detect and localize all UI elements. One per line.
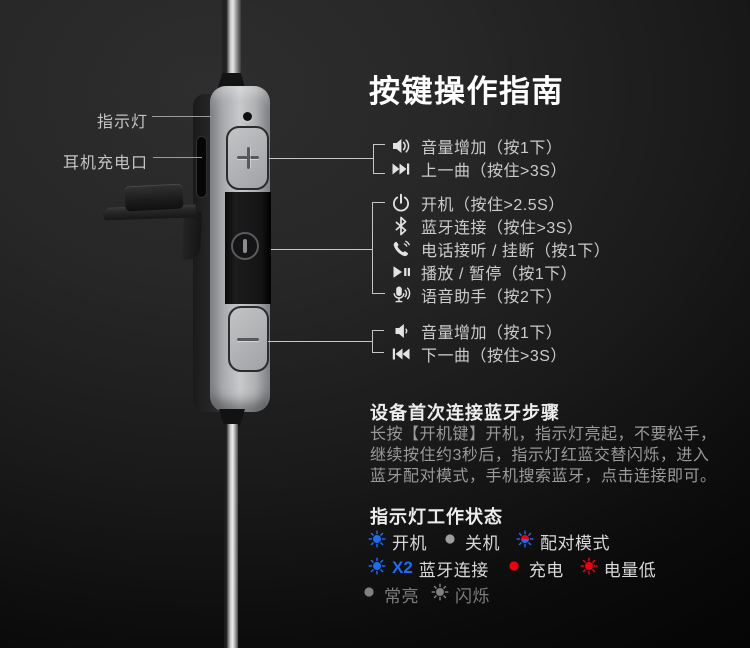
bracket <box>372 330 384 331</box>
bracket <box>372 293 385 294</box>
list-item: 电话接听 / 挂断（按1下） <box>389 237 610 260</box>
operation-label: 语音助手（按2下） <box>421 288 563 306</box>
operation-label: 播放 / 暂停（按1下） <box>421 265 578 283</box>
operation-label: 音量增加（按1下） <box>421 139 563 157</box>
operation-label: 电话接听 / 挂断（按1下） <box>421 242 611 260</box>
flash-red-icon <box>580 556 598 580</box>
status-label: 充电 <box>528 560 564 580</box>
list-item: 下一曲（按住>3S） <box>389 342 567 365</box>
pairing-line: 长按【开机键】开机，指示灯亮起，不要松手， <box>370 426 717 443</box>
list-item: 上一曲（按住>3S） <box>389 157 567 180</box>
indicator-light <box>243 112 252 121</box>
status-label: 关机 <box>465 533 500 553</box>
operation-label: 蓝牙连接（按住>3S） <box>421 219 584 237</box>
flash-red-blue-icon <box>516 529 534 553</box>
operation-label: 音量增加（按1下） <box>421 324 563 342</box>
charging-port <box>196 136 207 198</box>
bluetooth-icon <box>389 216 413 236</box>
prev-track-icon <box>389 344 413 364</box>
bracket <box>373 144 385 145</box>
list-item: 音量增加（按1下） <box>389 319 567 342</box>
x2-badge: X2 <box>392 558 413 577</box>
status-label: 常亮 <box>384 586 419 606</box>
flash-blue-icon <box>368 529 386 553</box>
cable-top <box>222 0 241 78</box>
status-label: 蓝牙连接 <box>418 560 489 580</box>
mic-icon <box>389 285 413 305</box>
list-item: 蓝牙连接（按住>3S） <box>389 214 610 237</box>
plus-button-functions: 音量增加（按1下） 上一曲（按住>3S） <box>389 134 567 180</box>
pairing-line: 蓝牙配对模式，手机搜索蓝牙，点击连接即可。 <box>370 468 717 485</box>
connector-line <box>271 249 372 250</box>
list-item: 开机（按住>2.5S） <box>389 191 610 214</box>
bracket <box>372 202 373 294</box>
status-label: 配对模式 <box>540 533 610 553</box>
status-row: 开机 关机 配对模式 <box>368 529 610 553</box>
status-legend-row: 常亮 闪烁 <box>360 582 490 606</box>
label-charging-port: 耳机充电口 <box>62 155 148 172</box>
bracket <box>372 352 384 353</box>
status-row: X2 蓝牙连接 充电 电量低 <box>368 556 656 580</box>
minus-icon <box>237 338 259 341</box>
dot-gray-icon <box>360 583 378 606</box>
power-bar-icon <box>243 239 247 253</box>
status-label: 闪烁 <box>455 586 490 606</box>
connector-line <box>268 341 372 342</box>
pairing-line: 继续按住约3秒后，指示灯红蓝交替闪烁，进入 <box>370 447 710 464</box>
power-button-functions: 开机（按住>2.5S） 蓝牙连接（按住>3S） 电话接听 / 挂断（按1下） 播… <box>389 191 610 306</box>
bracket <box>373 144 374 174</box>
phone-icon <box>389 239 413 259</box>
cable-collar-bottom <box>219 409 245 426</box>
operation-label: 下一曲（按住>3S） <box>421 347 567 365</box>
volume-up-icon <box>389 136 413 156</box>
list-item: 音量增加（按1下） <box>389 134 567 157</box>
status-label: 电量低 <box>603 560 657 580</box>
volume-icon <box>389 321 413 341</box>
pairing-heading: 设备首次连接蓝牙步骤 <box>370 403 560 423</box>
callout-line <box>152 116 211 117</box>
power-icon <box>389 193 413 213</box>
bracket <box>373 173 385 174</box>
port-flap-plug <box>124 183 184 212</box>
operation-label: 上一曲（按住>3S） <box>421 162 567 180</box>
operation-label: 开机（按住>2.5S） <box>421 196 565 214</box>
status-heading: 指示灯工作状态 <box>370 507 503 527</box>
play-pause-icon <box>389 262 413 282</box>
plus-icon <box>247 147 250 169</box>
callout-line <box>153 157 202 158</box>
list-item: 播放 / 暂停（按1下） <box>389 260 610 283</box>
minus-button-functions: 音量增加（按1下） 下一曲（按住>3S） <box>389 319 567 365</box>
connector-line <box>269 158 373 159</box>
status-label: 开机 <box>392 533 427 553</box>
dot-gray-icon <box>441 530 459 553</box>
page-title: 按键操作指南 <box>369 74 564 109</box>
next-track-icon <box>389 159 413 179</box>
flash-blue-icon <box>368 556 386 580</box>
pairing-instructions: 长按【开机键】开机，指示灯亮起，不要松手， 继续按住约3秒后，指示灯红蓝交替闪烁… <box>370 424 717 487</box>
list-item: 语音助手（按2下） <box>389 283 610 306</box>
cable-bottom <box>224 424 238 648</box>
bracket <box>372 202 385 203</box>
label-indicator-light: 指示灯 <box>96 114 148 131</box>
flash-gray-icon <box>431 582 449 606</box>
dot-red-icon <box>505 557 523 580</box>
bracket <box>372 330 373 353</box>
